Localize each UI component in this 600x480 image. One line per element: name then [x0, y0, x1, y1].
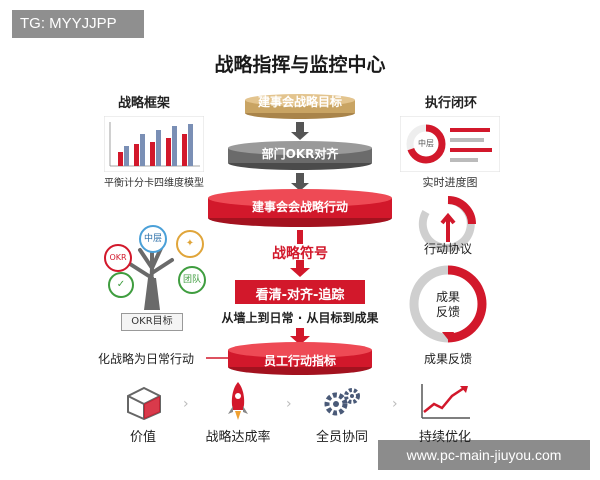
- right-heading: 执行闭环: [425, 96, 478, 111]
- watermark-top-left: TG: MYYJJPP: [12, 10, 144, 38]
- okr-tree: [128, 238, 174, 310]
- center-pyramid: [208, 94, 392, 375]
- donut-label: 中层: [418, 139, 434, 148]
- progress-caption: 实时进度图: [422, 176, 478, 189]
- progress-panel: [400, 116, 500, 172]
- page-title: 战略指挥与监控中心: [214, 54, 386, 76]
- bottom-label-value: 价值: [129, 430, 156, 445]
- banner-text: 看清-对齐-追踪: [255, 288, 345, 303]
- trend-chart-icon: [421, 384, 470, 419]
- tier4-label: 员工行动指标: [263, 354, 336, 368]
- gears-icon: [324, 388, 360, 416]
- watermark-bottom-right: www.pc-main-jiuyou.com: [378, 440, 590, 470]
- balanced-scorecard-chart: [104, 116, 204, 172]
- feedback-cycle-icon: [409, 265, 487, 343]
- left-heading: 战略框架: [118, 96, 171, 111]
- tier4-red-disc: [228, 342, 372, 375]
- cycle2-line2: 反馈: [435, 305, 460, 319]
- chevron-right-icon-3: ›: [392, 396, 398, 412]
- cube-icon: [127, 386, 161, 420]
- tier3-label: 建事会会战略行动: [251, 200, 348, 214]
- tier2-label: 部门OKR对齐: [261, 147, 339, 161]
- tier1-gold-disc: [245, 94, 355, 119]
- bottom-label-optimization: 持续优化: [418, 430, 471, 445]
- tree-node-bulb-icon: ✦: [176, 230, 204, 258]
- right-arrow-icon: [206, 354, 235, 362]
- cycle2-center-text: 成果 反馈: [428, 290, 468, 320]
- daily-action-label: 化战略为日常行动: [98, 352, 195, 366]
- tier3-red-disc: [208, 189, 392, 227]
- banner-box: [235, 280, 365, 304]
- subtitle: 从墙上到日常 · 从目标到成果: [221, 311, 379, 325]
- bottom-label-strategy-rate: 战略达成率: [205, 430, 271, 445]
- tree-node-team: 团队: [178, 266, 206, 294]
- rocket-icon: [228, 382, 248, 420]
- tier1-label: 建事会战略目标: [257, 95, 342, 109]
- cycle2-caption: 成果反馈: [423, 352, 472, 366]
- action-cycle-icon: [418, 196, 476, 252]
- tree-node-middle: 中层: [139, 225, 167, 253]
- bottom-label-collaboration: 全员协同: [315, 430, 368, 445]
- tree-node-okr: OKR: [104, 244, 132, 272]
- tier2-gray-disc: [228, 141, 372, 170]
- chevron-right-icon: ›: [183, 396, 189, 412]
- cycle2-line1: 成果: [435, 290, 460, 304]
- chevron-right-icon-2: ›: [286, 396, 292, 412]
- symbol-title: 战略符号: [272, 246, 328, 262]
- tree-node-check-icon: ✓: [108, 272, 134, 298]
- tree-caption: OKR目标: [121, 313, 183, 331]
- cycle1-caption: 行动协议: [423, 242, 472, 256]
- chart-caption: 平衡计分卡四维度模型: [104, 178, 204, 189]
